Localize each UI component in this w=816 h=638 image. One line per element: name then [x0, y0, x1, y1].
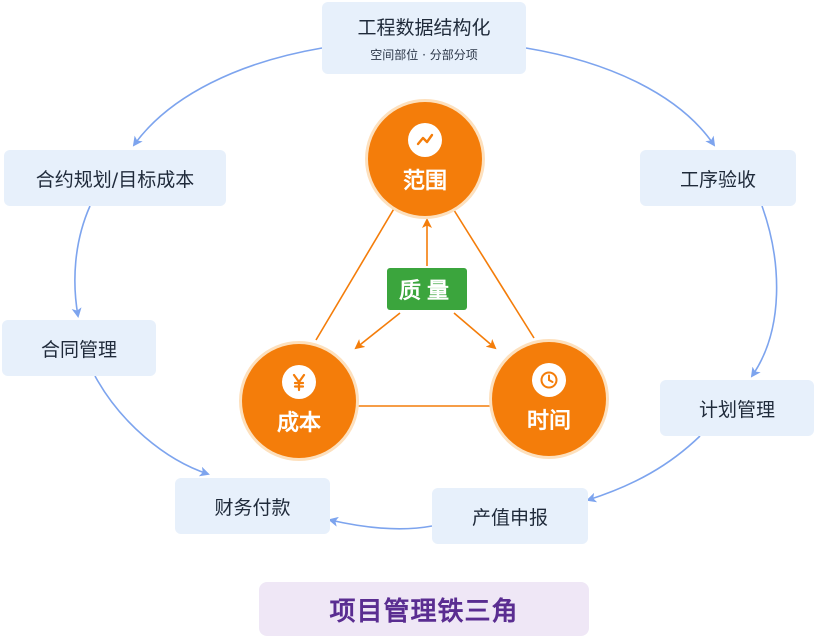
diagram-caption: 项目管理铁三角: [259, 582, 589, 636]
quality-label: 质量: [398, 279, 455, 304]
arrow-output-declaration-to-financial-payment: [328, 516, 433, 530]
arrow-contract-planning-to-contract-management: [71, 205, 91, 318]
arrow-plan-management-to-output-declaration: [586, 435, 701, 503]
yen-icon: [282, 365, 316, 399]
top-box: 工程数据结构化 空间部位 · 分部分项: [322, 2, 526, 74]
time-label: 时间: [526, 409, 571, 434]
contract-planning-box: 合约规划/目标成本: [4, 150, 226, 206]
edge-scope-cost: [315, 206, 396, 341]
output-declaration-box: 产值申报: [432, 488, 588, 544]
top-title: 工程数据结构化: [357, 17, 491, 39]
process-acceptance-box: 工序验收: [640, 150, 796, 206]
top-subtitle: 空间部位 · 分部分项: [370, 48, 478, 62]
caption-label: 项目管理铁三角: [329, 596, 519, 627]
output-declaration-label: 产值申报: [471, 506, 548, 529]
quality-badge: 质量: [387, 268, 467, 310]
process-acceptance-label: 工序验收: [679, 168, 756, 191]
arrow-quality-to-time: [453, 312, 497, 350]
clock-icon: [532, 363, 566, 397]
financial-payment-box: 财务付款: [175, 478, 330, 534]
contract-management-box: 合同管理: [2, 320, 156, 376]
arrow-quality-to-cost: [354, 312, 401, 350]
contract-management-label: 合同管理: [40, 338, 117, 361]
plan-management-label: 计划管理: [698, 398, 775, 421]
cost-circle: 成本: [242, 344, 356, 458]
contract-planning-label: 合约规划/目标成本: [35, 168, 195, 191]
arrow-contract-management-to-financial-payment: [94, 375, 210, 477]
arrow-top-to-process-acceptance: [525, 47, 716, 147]
scope-circle: 范围: [368, 102, 482, 216]
scope-label: 范围: [402, 169, 447, 194]
arrow-process-acceptance-to-plan-management: [750, 205, 778, 378]
arrow-top-to-contract-planning: [132, 47, 323, 147]
plan-management-box: 计划管理: [660, 380, 814, 436]
time-circle: 时间: [492, 342, 606, 456]
edge-scope-time: [451, 206, 535, 339]
financial-payment-label: 财务付款: [214, 496, 291, 519]
cost-label: 成本: [276, 411, 321, 436]
trend-chart-icon: [408, 123, 442, 157]
